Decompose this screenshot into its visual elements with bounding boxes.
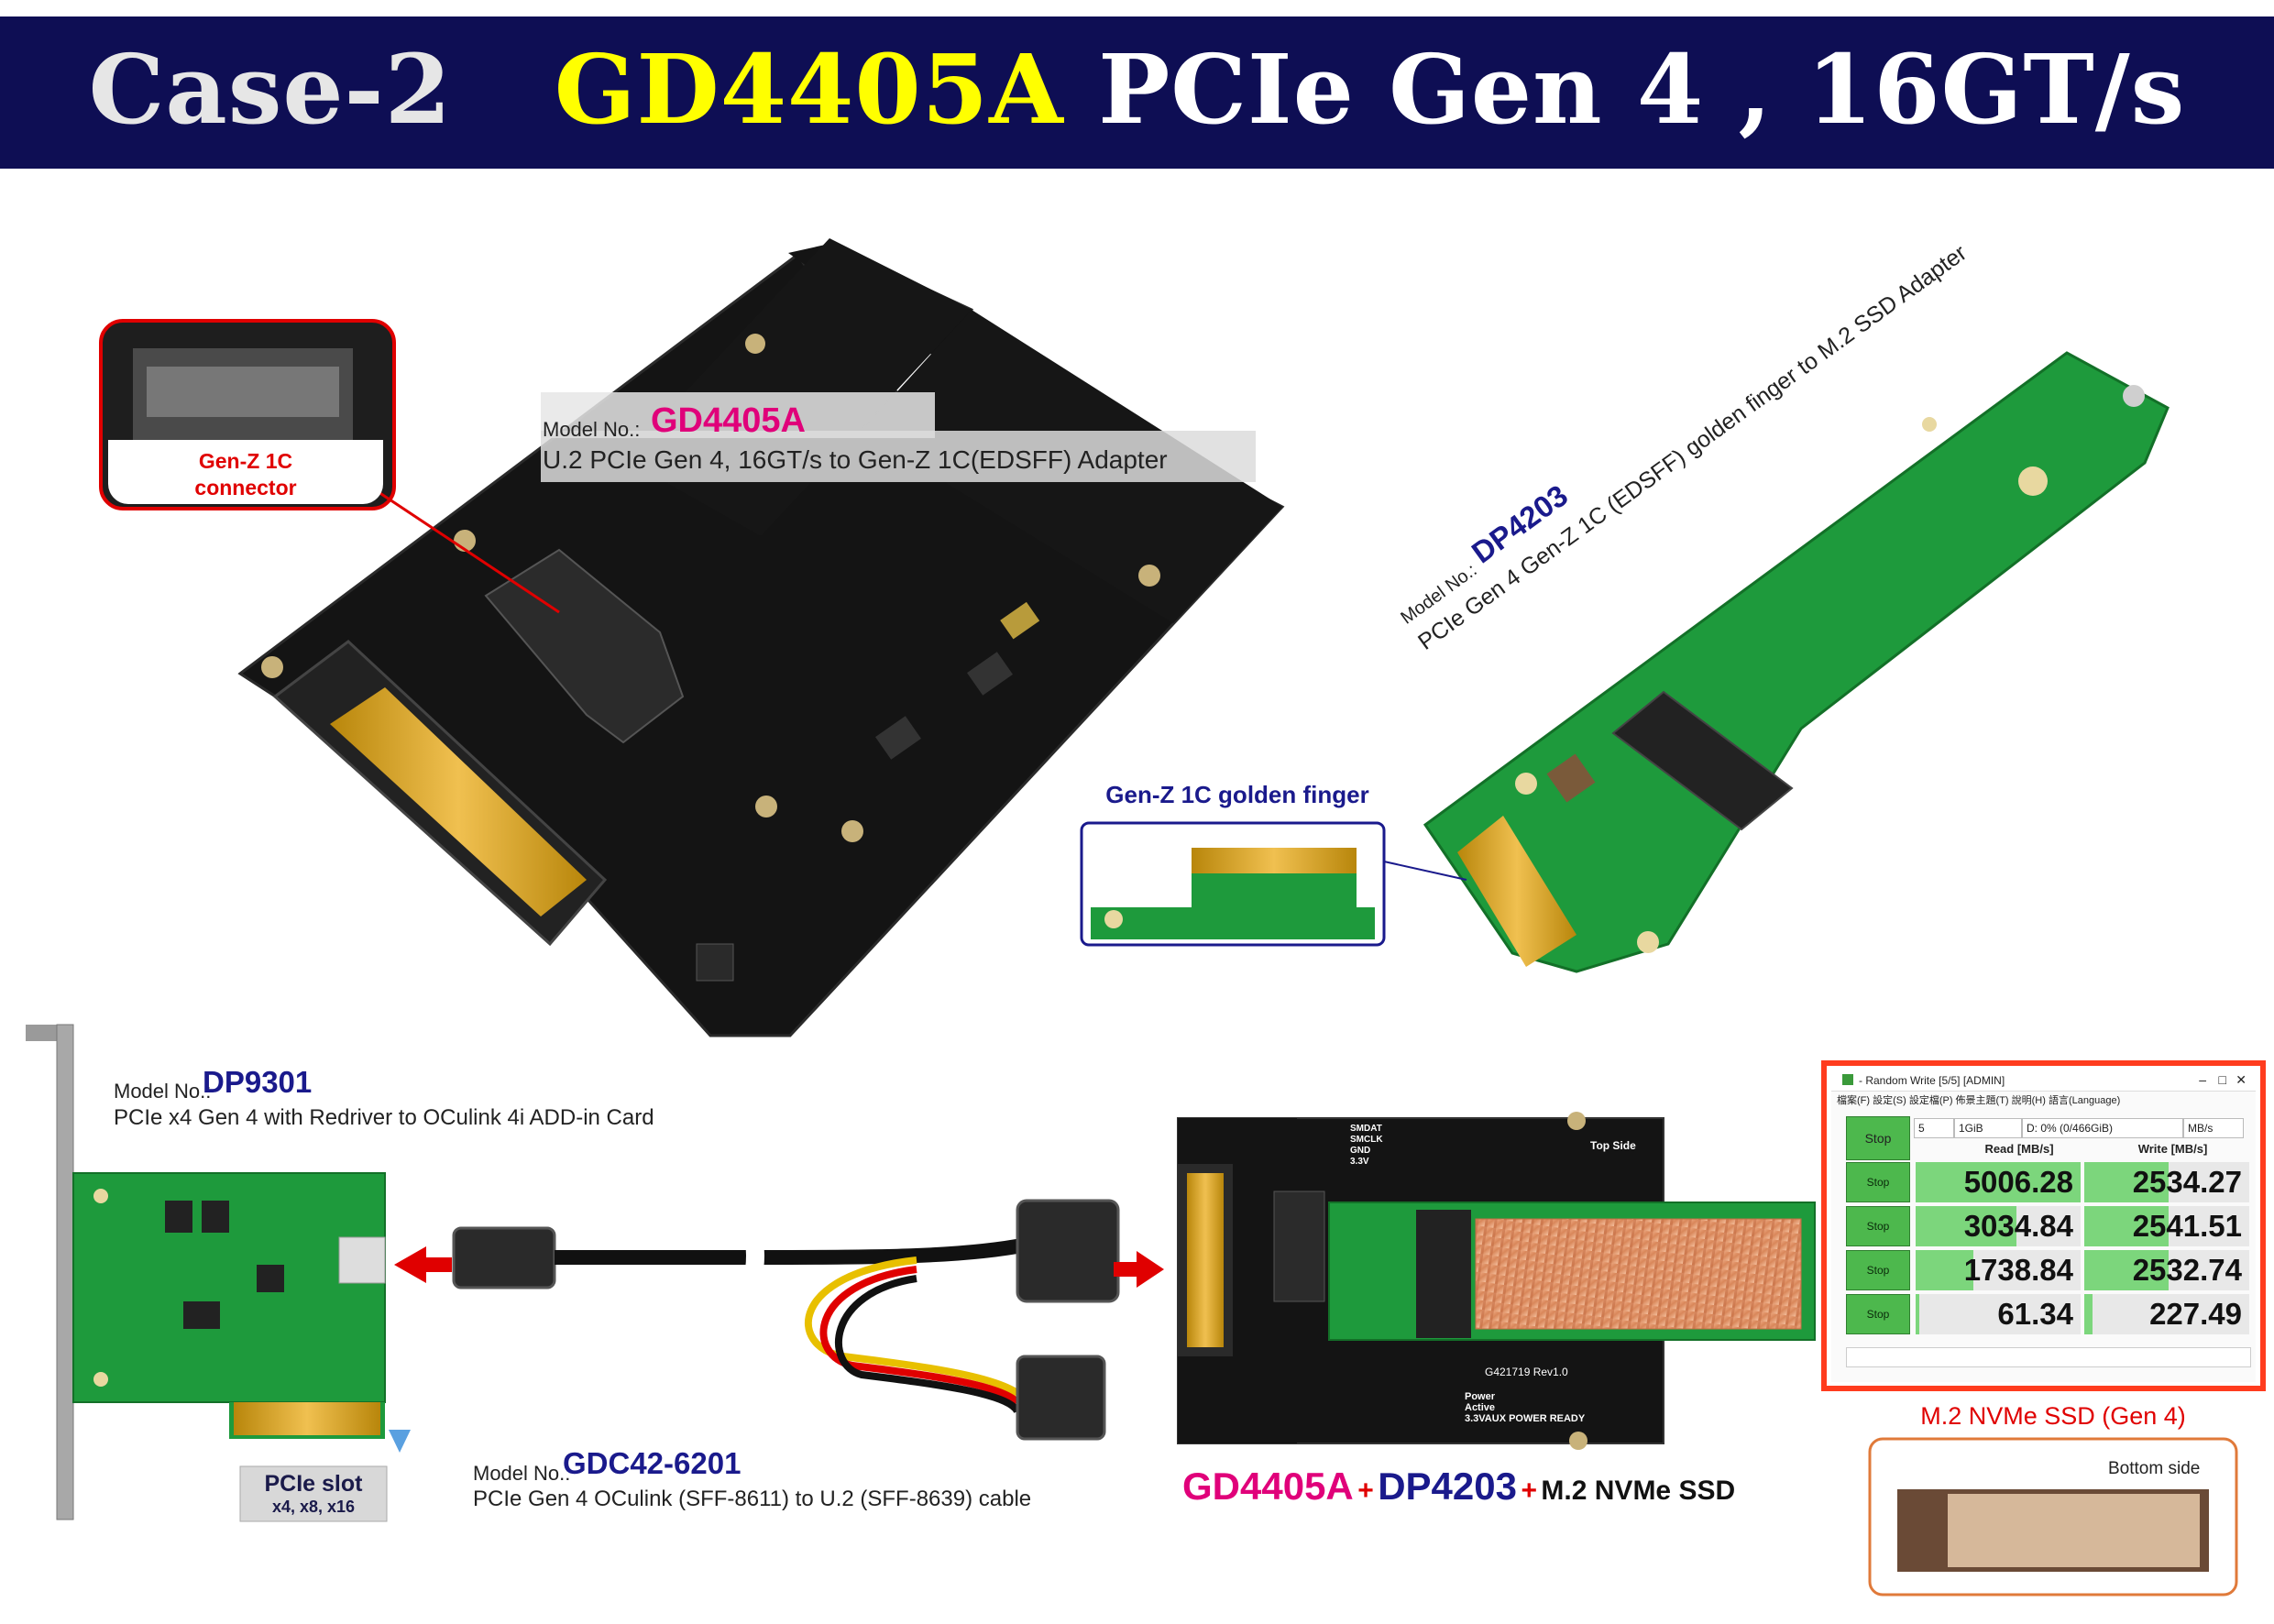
count-select[interactable]: 5	[1914, 1118, 1954, 1138]
row-stop-button[interactable]: Stop	[1846, 1250, 1910, 1290]
banner-case: Case-2	[88, 33, 453, 146]
gdc-model-code: GDC42-6201	[563, 1446, 742, 1480]
golden-finger-label: Gen-Z 1C golden finger	[1105, 781, 1369, 808]
row-stop-button[interactable]: Stop	[1846, 1162, 1910, 1202]
write-bar	[2084, 1206, 2169, 1246]
minimize-icon[interactable]: –	[2199, 1072, 2206, 1087]
silk-gnd: GND	[1350, 1146, 1371, 1156]
banner-title: Case-2 GD4405A PCIe Gen 4 , 16GT/s	[0, 42, 2274, 137]
ssd-bottom-box	[1868, 1437, 2238, 1597]
gdc-description: PCIe Gen 4 OCulink (SFF-8611) to U.2 (SF…	[473, 1487, 1032, 1511]
write-value: 2534.27	[2084, 1162, 2249, 1202]
combo-plus-1: +	[1357, 1476, 1374, 1506]
benchmark-menu[interactable]: 檔案(F) 設定(S) 設定檔(P) 佈景主題(T) 說明(H) 語言(Lang…	[1837, 1095, 2121, 1106]
gd4405a-model-label: Model No.:	[543, 418, 641, 441]
gdc-model-label: Model No.:	[473, 1462, 571, 1485]
genz-connector-label: Gen-Z 1C connector	[194, 449, 297, 499]
gdc-caption: Model No.: GDC42-6201 PCIe Gen 4 OCulink…	[473, 1446, 1170, 1520]
close-icon[interactable]: ✕	[2236, 1072, 2247, 1087]
read-value: 5006.28	[1916, 1162, 2081, 1202]
silk-power: Power	[1465, 1391, 1496, 1402]
read-bar	[1916, 1250, 1973, 1290]
silk-33v: 3.3V	[1350, 1157, 1369, 1167]
genz-connector-label-box: Gen-Z 1C connector	[108, 440, 383, 504]
read-value: 1738.84	[1916, 1250, 2081, 1290]
read-value: 61.34	[1916, 1294, 2081, 1334]
write-text: 2534.27	[2132, 1165, 2242, 1199]
write-bar	[2084, 1250, 2169, 1290]
title-banner: Case-2 GD4405A PCIe Gen 4 , 16GT/s	[0, 16, 2274, 169]
banner-model: GD4405A	[554, 33, 1064, 146]
write-value: 227.49	[2084, 1294, 2249, 1334]
combo-c: M.2 NVMe SSD	[1541, 1476, 1736, 1506]
dp4203-board	[1423, 351, 2170, 973]
read-value: 3034.84	[1916, 1206, 2081, 1246]
benchmark-title: - Random Write [5/5] [ADMIN]	[1859, 1074, 2005, 1087]
gd4405a-caption: Model No.: GD4405A U.2 PCIe Gen 4, 16GT/…	[541, 383, 1256, 493]
silk-smclk: SMCLK	[1350, 1135, 1383, 1145]
assembled-boards	[1177, 1112, 1816, 1450]
maximize-icon[interactable]: □	[2218, 1072, 2226, 1087]
silk-active: Active	[1465, 1402, 1496, 1413]
dp9301-caption: Model No.: DP9301 PCIe x4 Gen 4 with Red…	[114, 1065, 755, 1138]
row-stop-button[interactable]: Stop	[1846, 1206, 1910, 1246]
write-header: Write [MB/s]	[2137, 1142, 2208, 1156]
silk-aux: 3.3VAUX POWER READY	[1465, 1413, 1586, 1424]
combo-b: DP4203	[1378, 1465, 1517, 1508]
dp9301-model-label: Model No.:	[114, 1080, 212, 1103]
silk-board-rev: G421719 Rev1.0	[1485, 1366, 1568, 1378]
app-icon	[1842, 1074, 1853, 1085]
benchmark-window: - Random Write [5/5] [ADMIN] – □ ✕ 檔案(F)…	[1831, 1070, 2256, 1382]
comment-input[interactable]	[1846, 1347, 2251, 1367]
unit-select[interactable]: MB/s	[2183, 1118, 2244, 1138]
read-bar	[1916, 1294, 1919, 1334]
dp9301-description: PCIe x4 Gen 4 with Redriver to OCulink 4…	[114, 1105, 654, 1130]
combo-plus-2: +	[1521, 1476, 1537, 1506]
combo-caption: GD4405A + DP4203 + M.2 NVMe SSD	[1182, 1465, 1815, 1509]
result-row: Stop 1738.84 2532.74	[1831, 1250, 2256, 1290]
pcie-slot-sub: x4, x8, x16	[271, 1498, 356, 1516]
gd4405a-description: U.2 PCIe Gen 4, 16GT/s to Gen-Z 1C(EDSFF…	[543, 445, 1168, 474]
silk-smdat: SMDAT	[1350, 1124, 1382, 1134]
oculink-cable	[452, 1199, 1164, 1441]
result-row: Stop 5006.28 2534.27	[1831, 1162, 2256, 1202]
pcie-slot-graphic	[239, 1430, 411, 1522]
write-text: 2532.74	[2132, 1253, 2242, 1287]
write-text: 227.49	[2149, 1297, 2242, 1331]
benchmark-results: Stop 5006.28 2534.27 Stop 3034.84 2541.5…	[1831, 1162, 2256, 1345]
read-bar	[1916, 1206, 2016, 1246]
silk-pin-labels: SMDAT SMCLK GND 3.3V	[1350, 1124, 1383, 1168]
write-text: 2541.51	[2132, 1209, 2242, 1243]
silk-top-side: Top Side	[1590, 1139, 1636, 1152]
write-value: 2541.51	[2084, 1206, 2249, 1246]
result-row: Stop 61.34 227.49	[1831, 1294, 2256, 1334]
size-select[interactable]: 1GiB	[1954, 1118, 2022, 1138]
write-value: 2532.74	[2084, 1250, 2249, 1290]
combo-a: GD4405A	[1182, 1465, 1354, 1508]
read-text: 61.34	[1997, 1297, 2073, 1331]
golden-finger-callout	[1080, 821, 1467, 947]
ssd-label: M.2 NVMe SSD (Gen 4)	[1920, 1402, 2186, 1430]
pcie-slot-title: PCIe slot	[264, 1471, 363, 1497]
row-stop-button[interactable]: Stop	[1846, 1294, 1910, 1334]
drive-select[interactable]: D: 0% (0/466GiB)	[2022, 1118, 2183, 1138]
banner-rest: PCIe Gen 4 , 16GT/s	[1098, 33, 2186, 146]
dp9301-model-code: DP9301	[203, 1065, 313, 1099]
ssd-bottom-label: Bottom side	[2108, 1459, 2201, 1478]
write-bar	[2084, 1162, 2169, 1202]
benchmark-titlebar: - Random Write [5/5] [ADMIN] – □ ✕	[1831, 1070, 2256, 1092]
silk-power-active: Power Active 3.3VAUX POWER READY	[1465, 1391, 1585, 1424]
result-row: Stop 3034.84 2541.51	[1831, 1206, 2256, 1246]
pcie-slot-label: PCIe slot x4, x8, x16	[240, 1471, 387, 1517]
read-text: 3034.84	[1963, 1209, 2073, 1243]
write-bar	[2084, 1294, 2093, 1334]
stop-all-button[interactable]: Stop	[1846, 1116, 1910, 1160]
read-bar	[1916, 1162, 2081, 1202]
dp9301-card	[26, 1024, 452, 1520]
read-header: Read [MB/s]	[1984, 1142, 2054, 1156]
gd4405a-model-code: GD4405A	[651, 401, 806, 440]
read-text: 1738.84	[1963, 1253, 2073, 1287]
read-text: 5006.28	[1963, 1165, 2073, 1199]
